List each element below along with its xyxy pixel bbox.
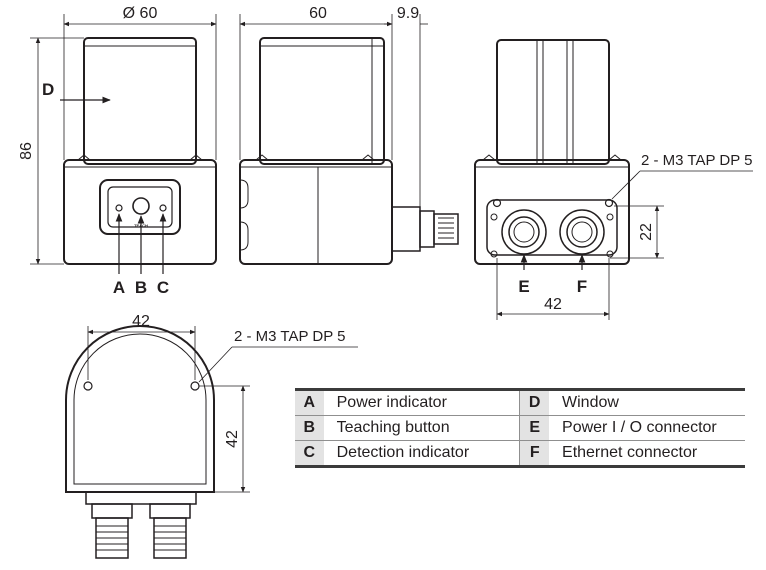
teaching-button [132,197,150,215]
rear-tap-hole [604,198,614,208]
front-window-dome [83,37,197,165]
callout-b: B [135,278,147,297]
callout-d: D [42,80,54,99]
top-connector-right [149,503,191,519]
callout-e: E [518,277,529,296]
side-body [239,159,393,265]
power-indicator [115,204,123,212]
legend-table: A Power indicator D Window B Teaching bu… [295,388,745,468]
legend-row: A Power indicator D Window [295,388,745,416]
legend-key: D [519,388,550,416]
side-view [239,37,459,265]
legend-desc: Ethernet connector [549,440,745,468]
legend-key: C [295,440,324,468]
legend-key: A [295,388,324,416]
legend-key: E [519,415,550,441]
callout-c: C [157,278,169,297]
legend-desc: Detection indicator [323,440,521,468]
ethernet-connector [559,209,605,255]
connector-protrusion-dim: 9.9 [397,5,419,22]
rear-tap-hole [492,198,502,208]
callout-a: A [113,278,125,297]
top-depth-dim: 42 [224,430,241,448]
legend-row: C Detection indicator F Ethernet connect… [295,440,745,468]
side-connector-base [391,206,421,252]
top-connector-left [91,503,133,519]
legend-desc: Teaching button [323,415,521,441]
front-control-panel [99,179,181,235]
rear-holes-width-dim: 42 [544,296,562,313]
top-tap-hole [83,381,93,391]
side-connector-plug [433,213,459,245]
rear-view [474,39,630,265]
legend-key: B [295,415,324,441]
rear-tap-note: 2 - M3 TAP DP 5 [641,152,752,169]
power-io-connector [501,209,547,255]
front-view: TEACH [63,37,217,265]
rear-body [474,159,630,265]
callout-f: F [577,277,587,296]
legend-desc: Power indicator [323,388,521,416]
front-width-dim: Ø 60 [123,5,158,22]
front-body [63,159,217,265]
legend-desc: Window [549,388,745,416]
top-body-outline [65,325,215,493]
legend-desc: Power I / O connector [549,415,745,441]
top-tap-note: 2 - M3 TAP DP 5 [234,328,345,345]
side-width-dim: 60 [309,5,327,22]
side-window-dome [259,37,385,165]
legend-row: B Teaching button E Power I / O connecto… [295,415,745,441]
rear-holes-height-dim: 22 [638,223,655,241]
detection-indicator [159,204,167,212]
legend-key: F [519,440,550,468]
rear-connector-plate [486,199,618,256]
top-holes-width-dim: 42 [132,313,150,330]
top-tap-hole [190,381,200,391]
height-dim: 86 [18,142,35,160]
rear-window-dome [496,39,610,165]
